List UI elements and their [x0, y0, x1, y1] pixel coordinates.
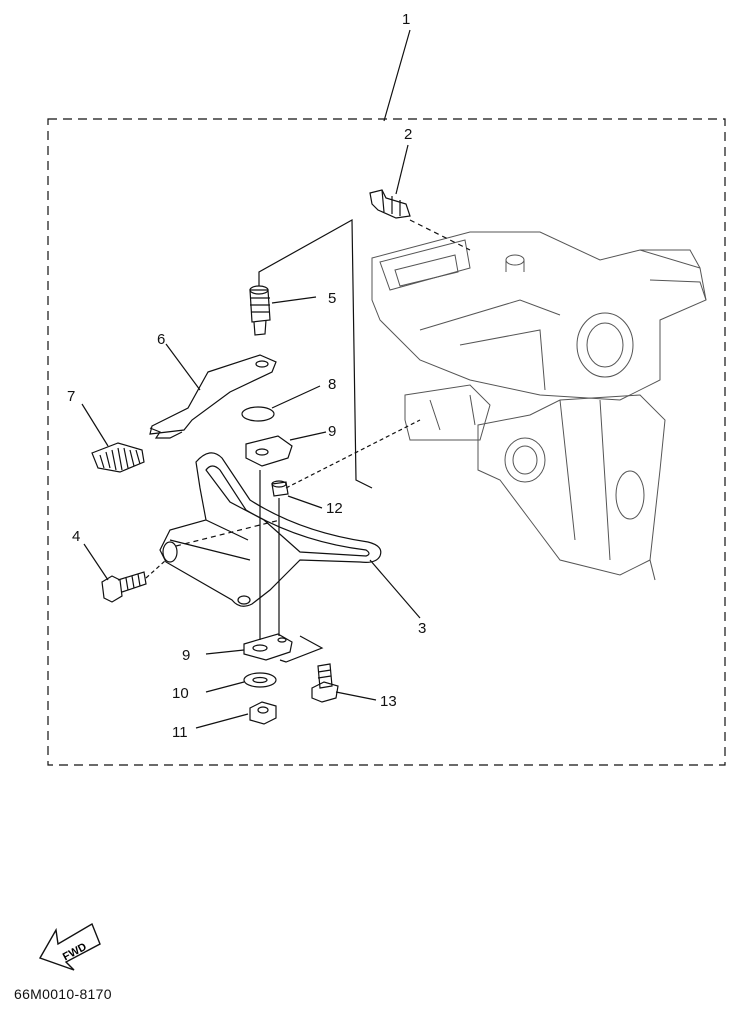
leader-5 — [271, 296, 317, 304]
callout-labels: 1 2 3 4 5 6 7 8 9 9 10 11 12 13 — [67, 11, 426, 741]
leader-11 — [195, 713, 249, 729]
callout-2: 2 — [404, 126, 412, 143]
collar-part-12 — [271, 419, 421, 509]
leader-13 — [335, 691, 377, 701]
leader-12 — [287, 495, 323, 509]
callout-11: 11 — [172, 724, 188, 741]
engine-bracket — [371, 231, 707, 581]
washer-part-8 — [241, 385, 321, 422]
fwd-label: FWD — [61, 941, 89, 963]
bracket-part-3 — [159, 452, 421, 619]
callout-9-upper: 9 — [328, 423, 336, 440]
fwd-arrow-icon — [38, 922, 101, 971]
washer-part-10 — [205, 672, 277, 693]
callout-9-lower: 9 — [182, 647, 190, 664]
callout-3: 3 — [418, 620, 426, 637]
leader-9-upper — [289, 431, 327, 441]
callout-8: 8 — [328, 376, 336, 393]
leader-10 — [205, 681, 245, 693]
lever-part-6 — [149, 343, 277, 439]
callout-1: 1 — [402, 11, 410, 28]
grease-nipple-part-2 — [369, 144, 471, 251]
leader-3 — [369, 559, 421, 619]
callout-5: 5 — [328, 290, 336, 307]
callout-13: 13 — [380, 693, 397, 710]
callout-12: 12 — [326, 500, 343, 517]
callout-7: 7 — [67, 388, 75, 405]
line-13 — [279, 635, 324, 663]
leader-8 — [271, 385, 321, 409]
leader-6 — [165, 343, 201, 391]
callout-10: 10 — [172, 685, 189, 702]
figure-code: 66M0010-8170 — [14, 986, 112, 1002]
grip-part-7 — [81, 403, 145, 473]
callout-6: 6 — [157, 331, 165, 348]
leader-1 — [383, 29, 411, 122]
bolt-part-13 — [311, 663, 377, 703]
nut-part-11 — [195, 701, 277, 729]
callout-4: 4 — [72, 528, 80, 545]
assembly-boundary — [47, 118, 726, 766]
plate-part-9-lower — [205, 633, 293, 661]
leader-7 — [81, 403, 109, 447]
plate-part-9-upper — [245, 431, 327, 467]
center-line — [258, 218, 373, 489]
pin-part-5 — [249, 285, 317, 336]
leader-4 — [83, 543, 109, 581]
bolt-part-4 — [83, 543, 167, 603]
leader-9-lower — [205, 649, 245, 655]
leader-2 — [395, 144, 409, 195]
